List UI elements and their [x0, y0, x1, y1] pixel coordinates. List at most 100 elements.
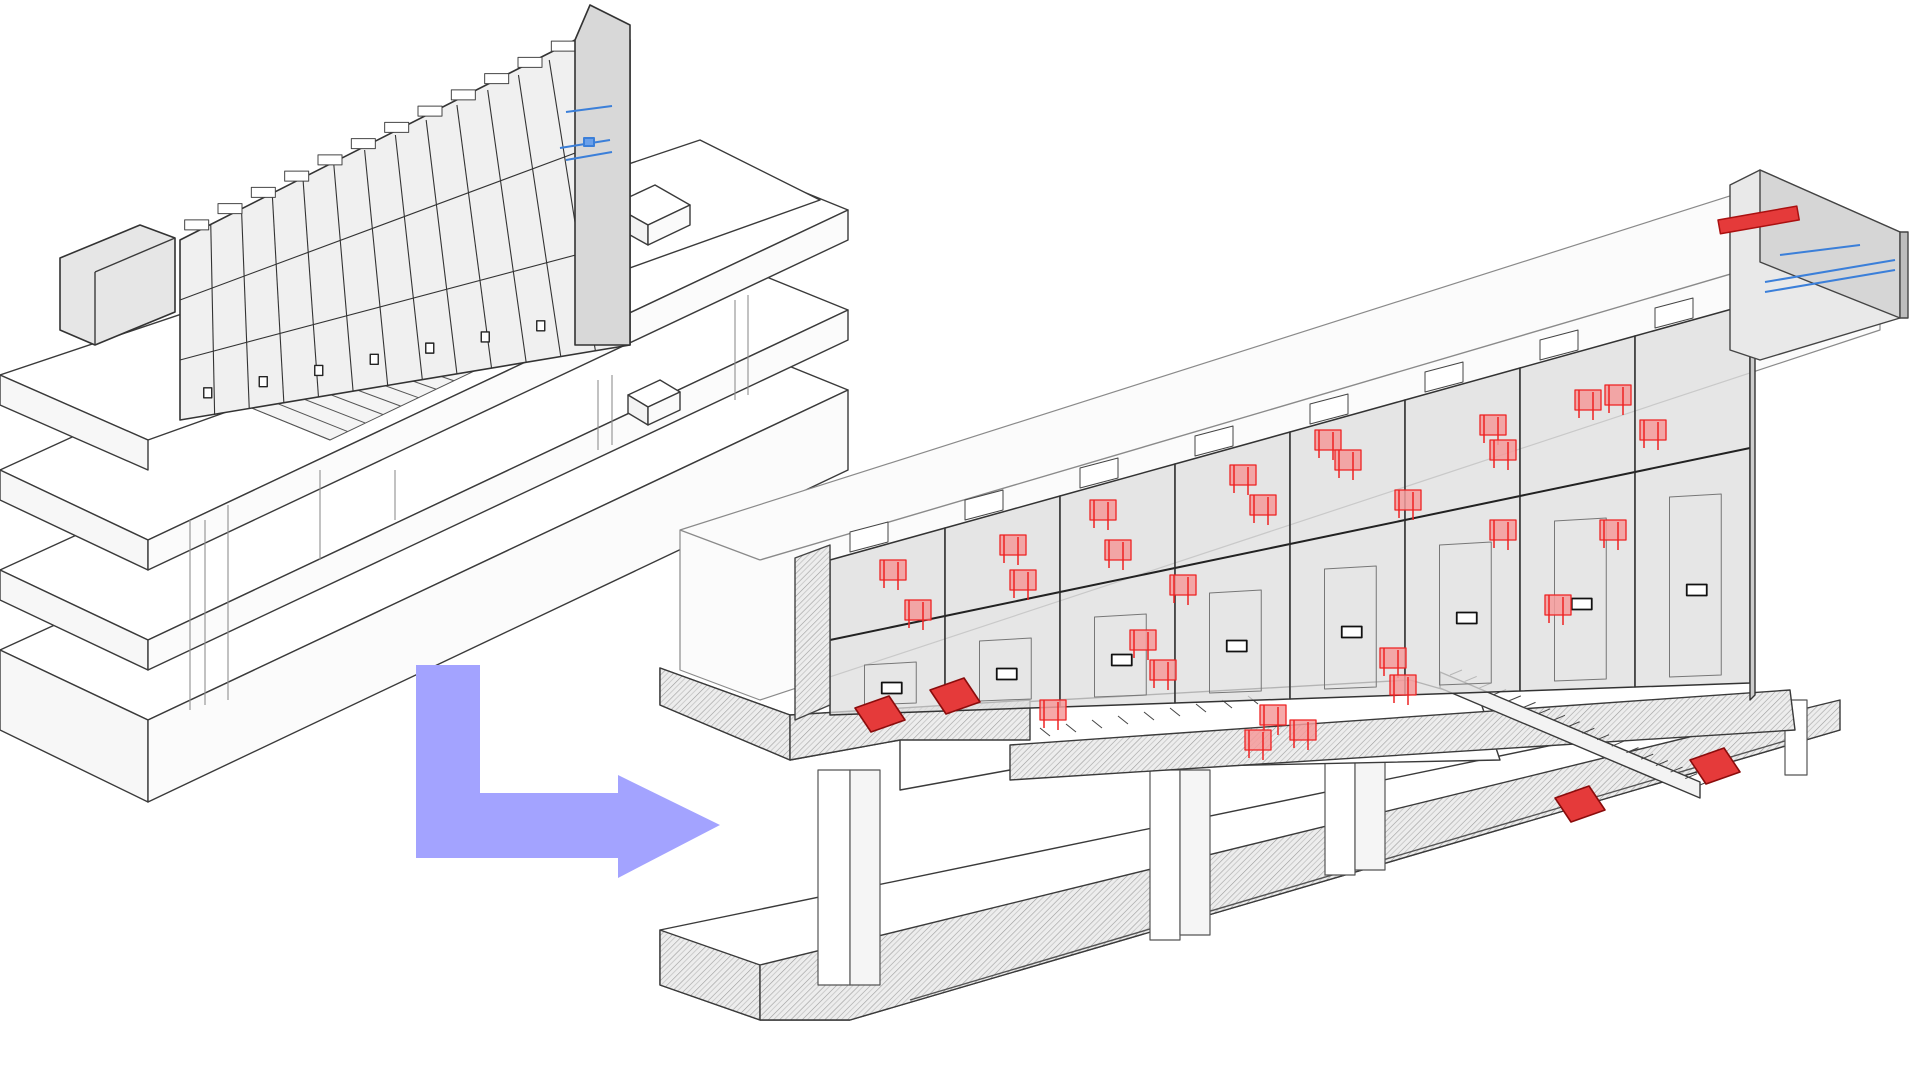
parapet-box [1309, 393, 1349, 425]
clash-marker [1379, 647, 1407, 678]
overview-columns [189, 295, 749, 710]
overview-building-section [0, 4, 849, 803]
facade-mullion [240, 209, 250, 409]
facade-vent [203, 387, 213, 399]
facade-transom [1289, 519, 1406, 545]
parapet-box [384, 121, 410, 133]
clash-marker [1314, 429, 1342, 460]
parapet-box [964, 489, 1004, 521]
clash-marker [1249, 494, 1277, 525]
parapet-box [550, 40, 576, 52]
clash-box [1289, 719, 1317, 741]
end-wall [1749, 301, 1756, 701]
clash-marker [1479, 414, 1507, 445]
stair-step [1169, 707, 1181, 717]
clash-box [1604, 384, 1632, 406]
vent-grille [880, 681, 903, 695]
facade-mullion [302, 179, 320, 397]
door-outline [1209, 589, 1262, 694]
stair-step [1596, 734, 1610, 741]
parapet-box [1539, 329, 1579, 361]
overview-mep-blue [559, 105, 613, 161]
door-outline [1669, 493, 1722, 678]
facade-transom [1059, 567, 1176, 593]
clash-box [1639, 419, 1667, 441]
clash-marker [1149, 659, 1177, 690]
parapet-box [450, 89, 476, 101]
facade-vent [314, 364, 324, 377]
stair-step [1065, 723, 1077, 733]
stair-step [1552, 714, 1566, 721]
parapet-box [317, 154, 343, 166]
vent-grille [1685, 583, 1708, 597]
clash-box [1544, 594, 1572, 616]
parapet-box [417, 105, 443, 117]
vent-grille [995, 667, 1018, 681]
clash-marker [1244, 729, 1272, 760]
clash-box [1489, 519, 1517, 541]
parapet-box [250, 186, 276, 198]
clash-marker [1169, 574, 1197, 605]
clash-box [1244, 729, 1272, 751]
detail-section-with-mep-clashes [659, 169, 1909, 1021]
clash-marker [1104, 539, 1132, 570]
clash-marker [1604, 384, 1632, 415]
stair-step [1091, 719, 1103, 729]
clash-box [1479, 414, 1507, 436]
facade-vent [536, 320, 546, 332]
clash-box [1389, 674, 1417, 696]
clash-box [1574, 389, 1602, 411]
clash-box [999, 534, 1027, 556]
clash-marker [1229, 464, 1257, 495]
facade-mullion [394, 134, 423, 380]
clash-marker [1599, 519, 1627, 550]
parapet-box [484, 73, 510, 85]
door-outline [1554, 517, 1607, 682]
door-outline [979, 637, 1032, 702]
clash-box [1394, 489, 1422, 511]
clash-box [1489, 439, 1517, 461]
parapet-box [184, 219, 210, 231]
detail-top-box [1717, 169, 1909, 361]
stair-step [1626, 747, 1639, 754]
clash-marker [1129, 629, 1157, 660]
vent-grille [1570, 597, 1593, 611]
clash-wedge [1554, 785, 1606, 823]
clash-marker [1574, 389, 1602, 420]
stair-step [1117, 715, 1129, 725]
clash-marker [999, 534, 1027, 565]
stair-step [1670, 766, 1683, 773]
clash-box [1089, 499, 1117, 521]
facade-vent [425, 342, 435, 354]
clash-box [879, 559, 907, 581]
facade-transom [179, 144, 597, 301]
clash-marker [1544, 594, 1572, 625]
clash-box [1334, 449, 1362, 471]
detail-mep-blue [1764, 244, 1896, 293]
stair-step [1567, 721, 1580, 728]
clash-box [1249, 494, 1277, 516]
clash-wedge [929, 677, 981, 715]
clash-box [1009, 569, 1037, 591]
parapet-box [517, 56, 543, 68]
clash-marker [1039, 699, 1067, 730]
facade-transom [1404, 495, 1521, 521]
facade-mullion [425, 119, 458, 374]
facade-mullion [456, 104, 493, 369]
stair-step [1538, 708, 1551, 715]
clash-marker [1489, 519, 1517, 550]
facade-mullion [271, 194, 285, 403]
stair-step [1523, 701, 1536, 708]
stair-step [1655, 760, 1669, 767]
facade-transom [1519, 471, 1636, 497]
overview-facade [59, 4, 631, 421]
parapet-box [217, 203, 243, 215]
transition-arrow [416, 665, 720, 878]
clash-marker [904, 599, 932, 630]
facade-transom [179, 244, 614, 361]
clash-marker [1289, 719, 1317, 750]
clash-box [1149, 659, 1177, 681]
facade-mullion [333, 164, 354, 392]
parapet-box [1194, 425, 1234, 457]
